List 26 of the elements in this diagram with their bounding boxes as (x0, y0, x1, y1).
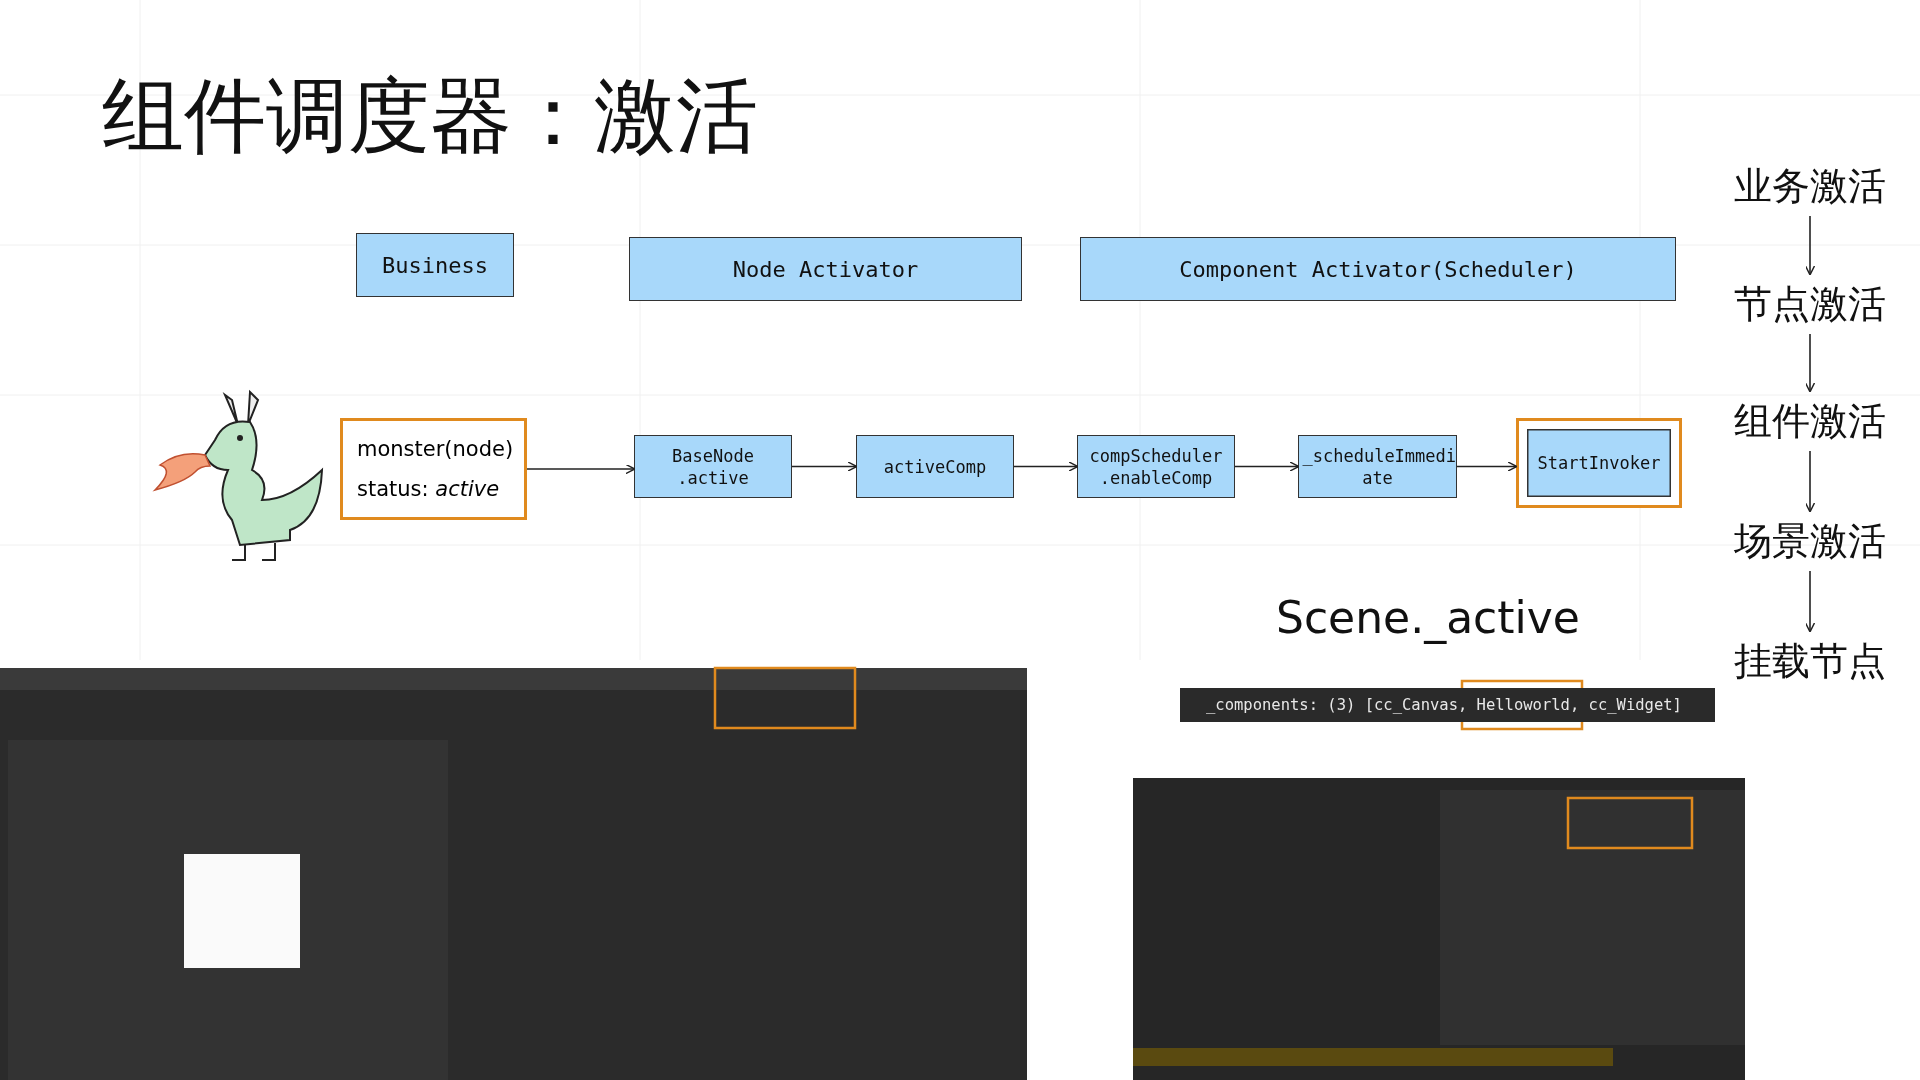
header-box: Component Activator(Scheduler) (1080, 237, 1676, 301)
arrow (1804, 450, 1816, 513)
title: 组件调度器：激活 (102, 67, 758, 165)
arrow (1804, 570, 1816, 633)
process-box: activeComp (856, 435, 1014, 498)
arrow (1456, 461, 1518, 472)
highlighted-process-box: StartInvoker (1516, 418, 1682, 508)
scene-label: Scene._active (1276, 592, 1580, 643)
step-text: 场景激活 (1720, 515, 1900, 567)
step-text: 业务激活 (1720, 160, 1900, 212)
arrow (1013, 461, 1079, 472)
arrow (1804, 333, 1816, 393)
arrow (526, 463, 636, 475)
header-box: Node Activator (629, 237, 1022, 301)
node-card: monster(node) status: active (340, 418, 527, 520)
console-bar: _components: (3) [cc_Canvas, Helloworld, cc_Widget] (1180, 688, 1715, 722)
step-text: 挂载节点 (1720, 635, 1900, 687)
step-text: 组件激活 (1720, 395, 1900, 447)
arrow (1234, 461, 1300, 472)
arrow (1804, 215, 1816, 276)
step-text: 节点激活 (1720, 278, 1900, 330)
process-box: BaseNode .active (634, 435, 792, 498)
process-box: compScheduler .enableComp (1077, 435, 1235, 498)
arrow (791, 461, 858, 472)
header-box: Business (356, 233, 514, 297)
process-box: _scheduleImmedi ate (1298, 435, 1457, 498)
